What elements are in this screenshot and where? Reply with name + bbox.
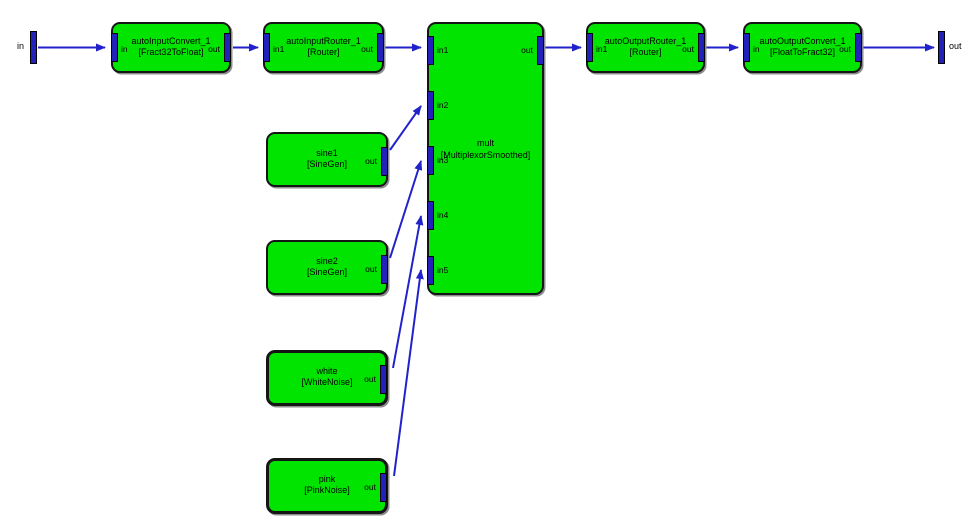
mult-pin-in1-label: in1 bbox=[437, 45, 449, 55]
white-pin-out[interactable] bbox=[380, 365, 387, 394]
autoinputrouter-pin-in1-label: in1 bbox=[273, 44, 285, 54]
mult-pin-out-label: out bbox=[521, 45, 533, 55]
wire-sine1-to-mult-in2[interactable] bbox=[389, 105, 422, 151]
mult-pin-in2[interactable] bbox=[427, 91, 434, 120]
block-name: mult bbox=[476, 138, 494, 148]
block-type: [PinkNoise] bbox=[304, 485, 350, 495]
block-name: white bbox=[316, 366, 338, 376]
block-mult[interactable]: in1 in2 in3 in4 in5 out mult [Multiplexo… bbox=[427, 22, 544, 295]
block-autoinputrouter[interactable]: in1 out autoInputRouter_1 [Router] bbox=[263, 22, 384, 73]
autooutputrouter-pin-in1[interactable] bbox=[586, 33, 593, 62]
autoinputconvert-pin-in[interactable] bbox=[111, 33, 118, 62]
mult-pin-in4-label: in4 bbox=[437, 210, 449, 220]
input-terminal[interactable] bbox=[30, 31, 37, 64]
block-label: mult [MultiplexorSmoothed] bbox=[429, 137, 542, 161]
autooutputrouter-pin-out[interactable] bbox=[698, 33, 705, 62]
block-label: autoInputConvert_1 [Fract32ToFloat] bbox=[113, 36, 229, 58]
autoinputrouter-pin-out-label: out bbox=[361, 44, 373, 54]
block-name: autoInputRouter_1 bbox=[286, 36, 361, 46]
block-label: autoOutputConvert_1 [FloatToFract32] bbox=[745, 36, 860, 58]
wire-white-to-mult-in4[interactable] bbox=[392, 215, 424, 369]
mult-pin-out[interactable] bbox=[537, 36, 544, 65]
mult-pin-in5-label: in5 bbox=[437, 265, 449, 275]
mult-pin-in5[interactable] bbox=[427, 256, 434, 285]
mult-pin-in4[interactable] bbox=[427, 201, 434, 230]
block-pink[interactable]: out pink [PinkNoise] bbox=[266, 458, 388, 514]
input-terminal-label: in bbox=[17, 41, 25, 51]
block-white[interactable]: out white [WhiteNoise] bbox=[266, 350, 388, 406]
white-pin-out-label: out bbox=[364, 374, 376, 384]
block-name: autoInputConvert_1 bbox=[131, 36, 211, 46]
pink-pin-out-label: out bbox=[364, 482, 376, 492]
block-type: [FloatToFract32] bbox=[769, 47, 836, 57]
block-type: [Router] bbox=[629, 47, 662, 57]
autoinputrouter-pin-out[interactable] bbox=[377, 33, 384, 62]
block-type: [MultiplexorSmoothed] bbox=[440, 150, 531, 160]
wire-pink-to-mult-in5[interactable] bbox=[393, 269, 424, 477]
block-autooutputrouter[interactable]: in1 out autoOutputRouter_1 [Router] bbox=[586, 22, 705, 73]
block-sine1[interactable]: out sine1 [SineGen] bbox=[266, 132, 388, 187]
output-terminal-label: out bbox=[949, 41, 962, 51]
sine2-pin-out-label: out bbox=[365, 264, 377, 274]
mult-pin-in1[interactable] bbox=[427, 36, 434, 65]
mult-pin-in2-label: in2 bbox=[437, 100, 449, 110]
block-name: sine2 bbox=[316, 256, 338, 266]
block-label: sine2 [SineGen] bbox=[268, 256, 386, 278]
autooutputconvert-pin-in-label: in bbox=[753, 44, 760, 54]
mult-pin-in3[interactable] bbox=[427, 146, 434, 175]
block-label: autoOutputRouter_1 [Router] bbox=[588, 36, 703, 58]
block-name: autoOutputRouter_1 bbox=[604, 36, 687, 46]
block-label: white [WhiteNoise] bbox=[269, 366, 385, 388]
block-type: [SineGen] bbox=[306, 159, 348, 169]
autooutputconvert-pin-in[interactable] bbox=[743, 33, 750, 62]
block-label: sine1 [SineGen] bbox=[268, 148, 386, 170]
wire-sine2-to-mult-in3[interactable] bbox=[389, 160, 423, 259]
block-type: [Fract32ToFloat] bbox=[138, 47, 204, 57]
block-name: pink bbox=[318, 474, 336, 484]
sine2-pin-out[interactable] bbox=[381, 255, 388, 284]
block-type: [Router] bbox=[307, 47, 340, 57]
mult-pin-in3-label: in3 bbox=[437, 155, 449, 165]
autoinputconvert-pin-out[interactable] bbox=[224, 33, 231, 62]
block-label: autoInputRouter_1 [Router] bbox=[265, 36, 382, 58]
block-label: pink [PinkNoise] bbox=[269, 474, 385, 496]
block-name: autoOutputConvert_1 bbox=[759, 36, 846, 46]
autooutputrouter-pin-out-label: out bbox=[682, 44, 694, 54]
block-autooutputconvert[interactable]: in out autoOutputConvert_1 [FloatToFract… bbox=[743, 22, 862, 73]
autooutputconvert-pin-out-label: out bbox=[839, 44, 851, 54]
block-name: sine1 bbox=[316, 148, 338, 158]
sine1-pin-out-label: out bbox=[365, 156, 377, 166]
autoinputrouter-pin-in1[interactable] bbox=[263, 33, 270, 62]
autoinputconvert-pin-out-label: out bbox=[208, 44, 220, 54]
block-type: [SineGen] bbox=[306, 267, 348, 277]
output-terminal[interactable] bbox=[938, 31, 945, 64]
pink-pin-out[interactable] bbox=[380, 473, 387, 502]
autooutputrouter-pin-in1-label: in1 bbox=[596, 44, 608, 54]
block-type: [WhiteNoise] bbox=[301, 377, 353, 387]
autoinputconvert-pin-in-label: in bbox=[121, 44, 128, 54]
autooutputconvert-pin-out[interactable] bbox=[855, 33, 862, 62]
sine1-pin-out[interactable] bbox=[381, 147, 388, 176]
block-sine2[interactable]: out sine2 [SineGen] bbox=[266, 240, 388, 295]
block-autoinputconvert[interactable]: in out autoInputConvert_1 [Fract32ToFloa… bbox=[111, 22, 231, 73]
